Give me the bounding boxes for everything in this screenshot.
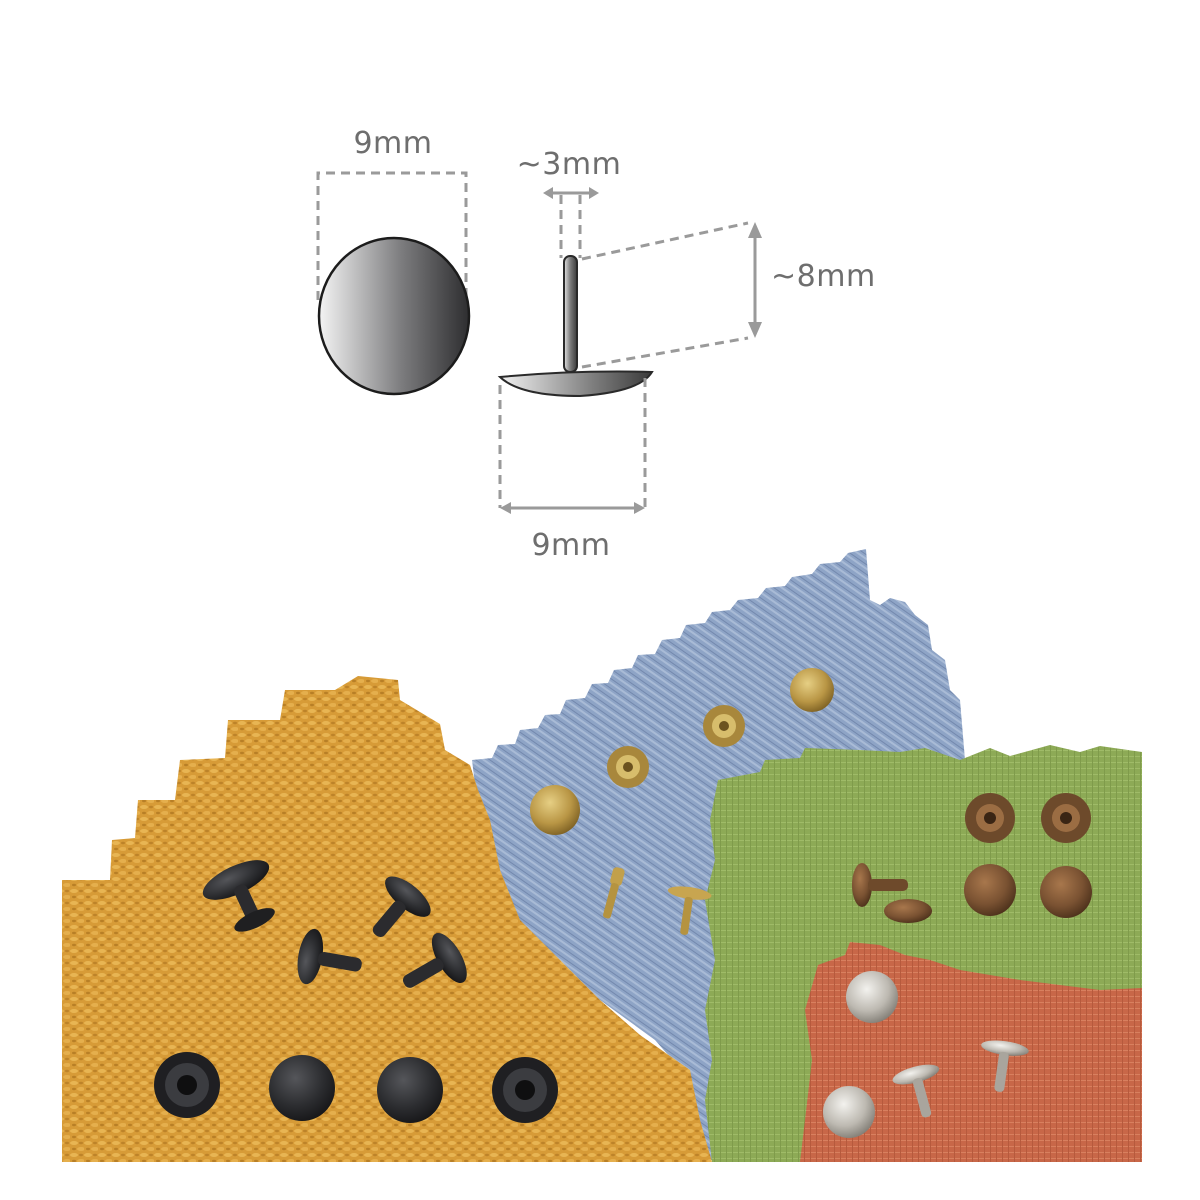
rivet-side-view — [497, 187, 762, 514]
nickel-rivets — [823, 971, 1029, 1138]
label-head-width-top: 9mm — [353, 126, 432, 161]
dimension-diagram: 9mm ~3mm ~8mm 9mm — [316, 126, 876, 563]
black-rivets — [154, 860, 558, 1123]
label-stem-width: ~3mm — [517, 147, 622, 182]
brass-rivets — [530, 668, 834, 935]
label-head-width-bottom: 9mm — [531, 528, 610, 563]
rivet-cap-front-view — [316, 171, 471, 396]
label-stem-height: ~8mm — [771, 259, 876, 294]
bronze-rivets — [852, 793, 1092, 923]
fabric-rivets-photo — [62, 549, 1142, 1162]
